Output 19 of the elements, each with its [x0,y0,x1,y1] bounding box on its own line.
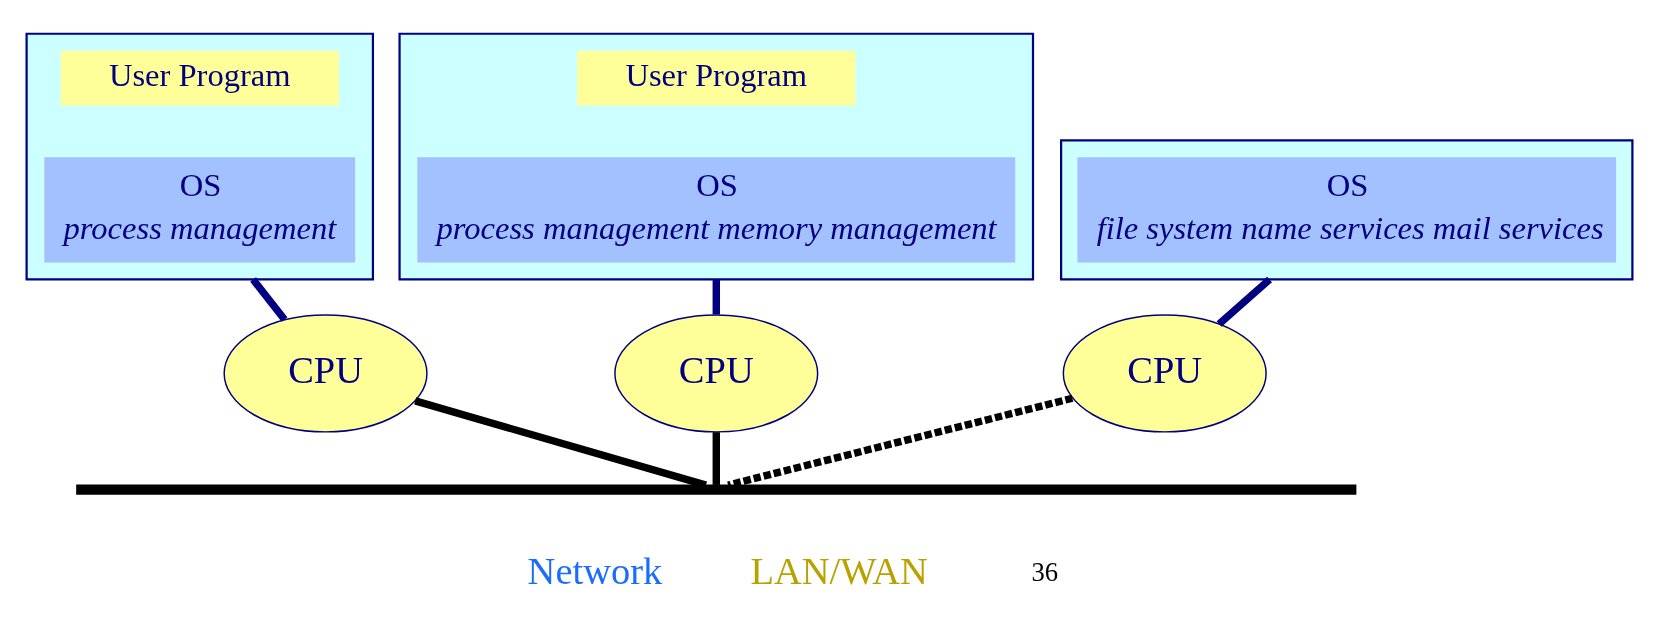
connector [250,276,288,322]
label: 36 [1031,556,1059,587]
node-label: LAN/WAN [750,549,928,592]
connector [712,278,720,314]
node-ellipse: CPU [614,313,819,433]
node-bar [76,483,1357,495]
node-ellipse: CPU [1062,313,1267,433]
connector [712,431,720,485]
cluster [25,32,375,281]
node-ellipse: CPU [223,313,428,433]
node-box: User Program [577,50,856,106]
connector [1216,276,1273,327]
cluster [398,32,1035,281]
node-label: Network [527,549,663,592]
node-box: OS file system name services mail services [1077,156,1617,262]
node-box: OS process management memory management [417,156,1016,262]
node-box: OS process management [44,156,356,262]
node-box: User Program [60,50,339,106]
cluster [1060,138,1634,281]
